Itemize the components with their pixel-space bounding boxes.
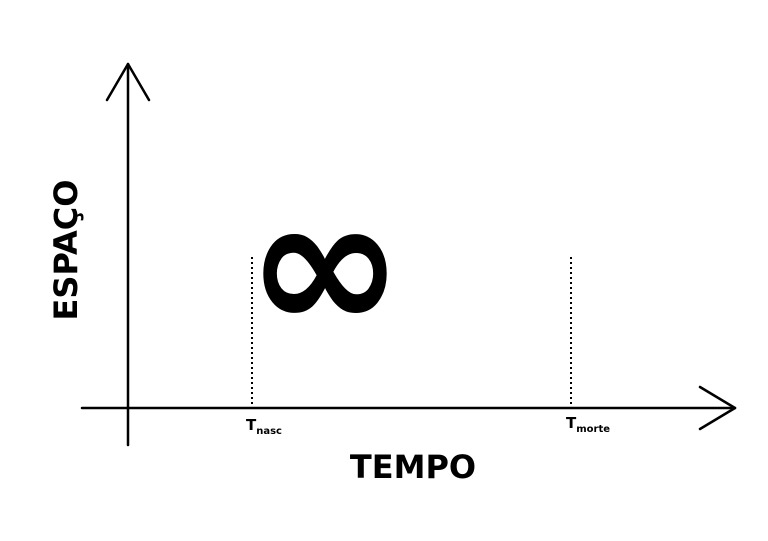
death-time-label: Tmorte (566, 414, 610, 435)
y-axis-label: ESPAÇO (47, 180, 85, 321)
birth-time-subscript: nasc (256, 426, 282, 437)
infinity-symbol: ∞ (246, 154, 404, 375)
x-axis-label: TEMPO (350, 448, 476, 486)
death-time-subscript: morte (576, 424, 610, 435)
x-axis-arrowhead (698, 385, 737, 431)
death-time-main: T (566, 414, 577, 432)
birth-time-label: Tnasc (246, 416, 282, 437)
birth-time-main: T (246, 416, 257, 434)
y-axis-arrowhead (105, 62, 151, 102)
